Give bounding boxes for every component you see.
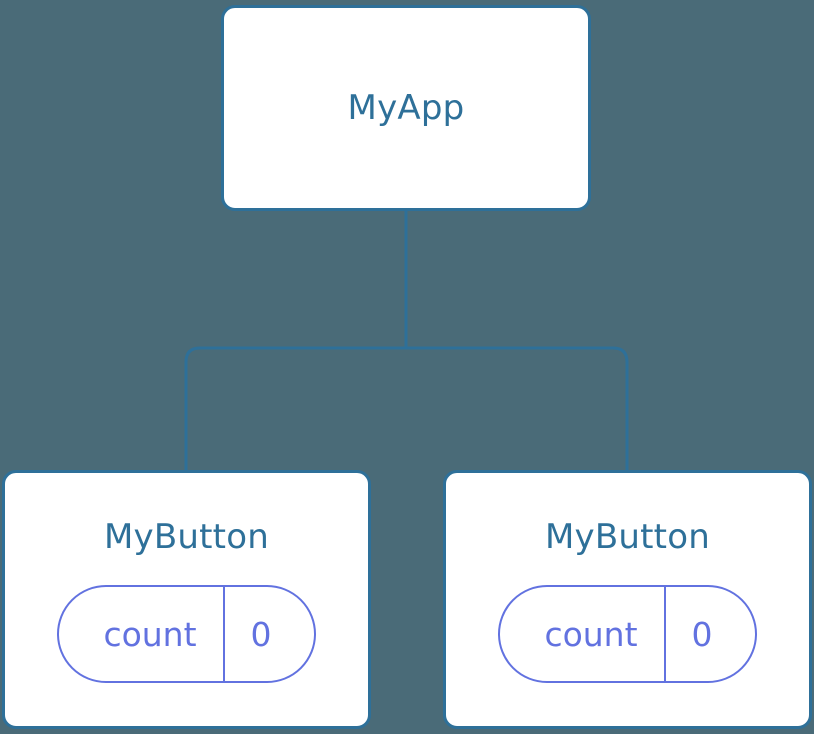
edge-root-to-child-right [406,346,629,472]
node-title: MyButton [545,517,710,557]
state-divider [222,587,225,681]
edge-root-to-child-left [184,346,406,472]
state-key: count [544,614,638,654]
node-mybutton-1[interactable]: MyButton count 0 [2,470,371,729]
state-divider [663,587,666,681]
state-key: count [103,614,197,654]
state-value: 0 [691,614,713,654]
node-title: MyButton [104,517,269,557]
state-badge[interactable]: count 0 [498,585,757,683]
node-title: MyApp [347,88,465,128]
node-myapp[interactable]: MyApp [221,5,591,211]
state-value: 0 [250,614,272,654]
state-badge[interactable]: count 0 [57,585,316,683]
node-mybutton-2[interactable]: MyButton count 0 [443,470,812,729]
